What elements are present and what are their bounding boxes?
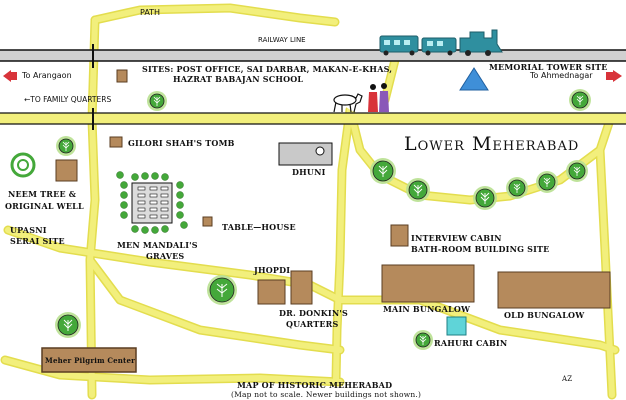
roads (0, 3, 620, 400)
main-bungalow-label: MAIN BUNGALOW (383, 304, 471, 314)
tree-icon (56, 136, 76, 156)
meher-pilgrim-center-label: Meher Pilgrim Center (45, 356, 136, 365)
tree-icon (536, 171, 558, 193)
to-arangaon-label: To Arangaon (22, 71, 72, 80)
main-road (0, 108, 626, 130)
memorial-tower-label: MEMORIAL TOWER SITE (489, 62, 608, 72)
tree-icon (569, 89, 591, 111)
path-label: PATH (140, 8, 161, 17)
tree-icon (566, 160, 588, 182)
bathroom-site-label: BATH-ROOM BUILDING SITE (411, 244, 550, 254)
railway-label: RAILWAY LINE (258, 36, 306, 44)
tree-icon (506, 177, 528, 199)
tree-icon (413, 330, 433, 350)
map-footer-title: MAP OF HISTORIC MEHERABAD (237, 380, 393, 390)
main-bungalow (381, 264, 475, 303)
arrow-to-arangaon-icon (3, 70, 17, 82)
sites-label-line2: HAZRAT BABAJAN SCHOOL (173, 74, 304, 84)
men-mandali-graves (116, 171, 188, 234)
old-bungalow (497, 271, 611, 309)
gilori-shah-tomb-label: GILORI SHAH'S TOMB (128, 138, 235, 148)
gilori-shah-tomb (109, 136, 123, 148)
to-family-quarters-label: ←TO FAMILY QUARTERS (24, 95, 112, 104)
upasni-serai-label-line1: UPASNI (10, 225, 47, 235)
sites-building (116, 69, 128, 83)
tree-icon (207, 275, 237, 305)
old-bungalow-label: OLD BUNGALOW (504, 310, 585, 320)
dhuni-label: DHUNI (292, 167, 326, 177)
table-house-building (202, 216, 213, 227)
arrow-to-ahmednagar-icon (606, 70, 622, 82)
map-footer-note: (Map not to scale. Newer buildings not s… (231, 390, 422, 399)
memorial-tower-icon (459, 67, 489, 91)
men-mandali-graves-label-line2: GRAVES (146, 251, 185, 261)
men-mandali-graves-label-line1: MEN MANDALI'S (117, 240, 198, 250)
neem-tree-building (55, 159, 78, 182)
tree-icon (55, 312, 81, 338)
meher-pilgrim-center (41, 347, 137, 373)
railway-line (0, 44, 626, 68)
train-illustration (379, 29, 503, 56)
jhopdi-label: JHOPDI (254, 265, 291, 275)
artist-initials: AZ (562, 375, 573, 383)
tree-icon (473, 186, 497, 210)
bullock-and-people-illustration (333, 83, 389, 113)
neem-tree-label-line2: ORIGINAL WELL (5, 201, 84, 211)
tree-icon (406, 178, 430, 202)
donkin-quarters (290, 270, 313, 305)
table-house-label: TABLE—HOUSE (222, 222, 296, 232)
jhopdi-building (257, 279, 286, 305)
rahuri-cabin (446, 316, 467, 336)
upasni-serai-label-line2: SERAI SITE (10, 236, 65, 246)
tree-icons (55, 89, 591, 350)
dhuni-building (278, 142, 333, 166)
tree-icon (370, 158, 396, 184)
donkin-quarters-label-line1: DR. DONKIN'S (279, 308, 349, 318)
rahuri-cabin-label: RAHURI CABIN (434, 338, 508, 348)
interview-cabin-label: INTERVIEW CABIN (411, 233, 502, 243)
to-ahmednagar-label: To Ahmednagar (530, 71, 593, 80)
tree-icon (147, 91, 167, 111)
sites-label-line1: SITES: POST OFFICE, SAI DARBAR, MAKAN-E-… (142, 64, 393, 74)
donkin-quarters-label-line2: QUARTERS (286, 319, 339, 329)
neem-tree-label-line1: NEEM TREE & (8, 189, 77, 199)
neem-tree-and-well-icon (10, 152, 36, 178)
interview-cabin (390, 224, 409, 247)
map-title-lower-meherabad: Lower Meherabad (404, 133, 580, 155)
